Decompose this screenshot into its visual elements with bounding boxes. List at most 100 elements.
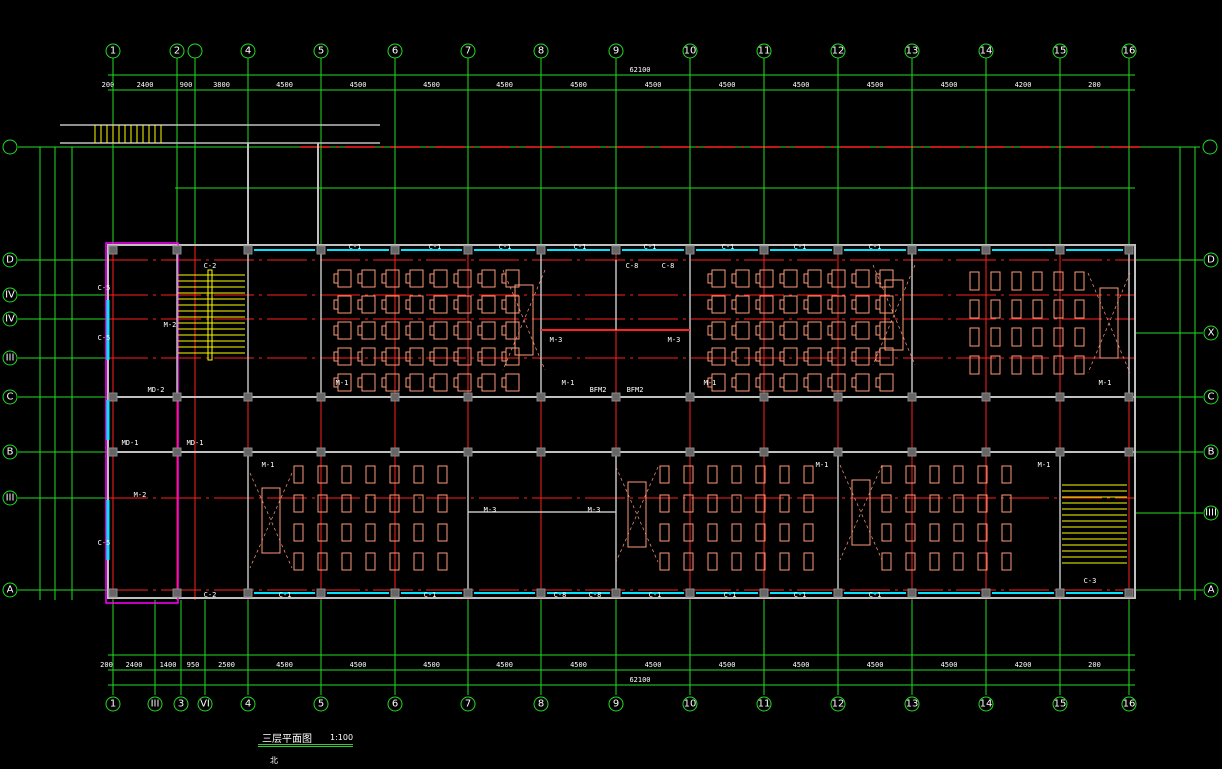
desk: [783, 321, 798, 340]
axis-label: III: [151, 699, 160, 710]
chair: [501, 273, 507, 284]
desk: [317, 465, 328, 484]
desk: [953, 523, 964, 542]
dimension-value: 4500: [423, 661, 440, 669]
desk: [707, 523, 718, 542]
desk: [385, 295, 400, 314]
desk: [341, 465, 352, 484]
column: [1124, 588, 1134, 598]
column: [1124, 447, 1134, 457]
dimension-total: 62100: [629, 676, 650, 684]
dimension-value: 4500: [496, 81, 513, 89]
axis-label: 14: [980, 699, 993, 710]
desk: [341, 523, 352, 542]
axis-bubble: [608, 43, 624, 59]
desk: [905, 552, 916, 571]
chair: [779, 299, 785, 310]
column: [1124, 245, 1134, 255]
column: [907, 588, 917, 598]
chair: [477, 377, 483, 388]
desk: [683, 552, 694, 571]
window-label: C-8: [626, 262, 639, 270]
dimension-value: 200: [1088, 81, 1101, 89]
desk: [990, 299, 1001, 319]
axis-label: X: [1208, 328, 1215, 339]
axis-bubble: [904, 43, 920, 59]
window-label: C-8: [662, 262, 675, 270]
axis-label: III: [6, 493, 15, 504]
desk: [1074, 355, 1085, 375]
desk: [365, 465, 376, 484]
axis-bubble: [2, 350, 18, 366]
column: [536, 392, 546, 402]
desk: [711, 295, 726, 314]
column: [316, 392, 326, 402]
desk: [433, 347, 448, 366]
column: [243, 588, 253, 598]
chair: [429, 377, 435, 388]
chair: [477, 325, 483, 336]
chair: [333, 325, 339, 336]
axis-bubble: [387, 43, 403, 59]
desk: [990, 271, 1001, 291]
chair: [453, 325, 459, 336]
projection-line: [1087, 272, 1131, 374]
axis-label: VI: [200, 699, 210, 710]
podium: [884, 279, 904, 351]
desk: [759, 347, 774, 366]
window-label: C-3: [1084, 577, 1097, 585]
chair: [827, 325, 833, 336]
axis-bubble: [978, 43, 994, 59]
desk: [457, 321, 472, 340]
chair: [755, 377, 761, 388]
podium: [261, 487, 281, 554]
desk: [341, 494, 352, 513]
desk: [803, 552, 814, 571]
desk: [855, 373, 870, 392]
window-label: C-1: [574, 243, 587, 251]
desk: [977, 552, 988, 571]
desk: [905, 494, 916, 513]
column: [536, 588, 546, 598]
desk: [317, 552, 328, 571]
column: [833, 447, 843, 457]
door-label: M-3: [588, 506, 601, 514]
chair: [429, 299, 435, 310]
axis-bubble: [2, 582, 18, 598]
chair: [875, 299, 881, 310]
chair: [779, 273, 785, 284]
axis-bubble: [1203, 582, 1219, 598]
desk: [969, 271, 980, 291]
window-label: C-1: [869, 243, 882, 251]
window-label: C-8: [554, 591, 567, 599]
dimension-value: 2400: [137, 81, 154, 89]
window-label: C-1: [279, 591, 292, 599]
axis-bubble: [1202, 139, 1218, 155]
column: [833, 245, 843, 255]
dimension-value: 4500: [719, 81, 736, 89]
column: [108, 588, 118, 598]
desk-layout: [249, 264, 1131, 571]
desk: [481, 295, 496, 314]
dimension-value: 4500: [793, 81, 810, 89]
dimension-value: 4500: [350, 81, 367, 89]
desk: [293, 552, 304, 571]
desk: [879, 373, 894, 392]
column: [390, 392, 400, 402]
window-label: C-1: [429, 243, 442, 251]
podium: [1099, 287, 1119, 359]
axis-bubble: [533, 696, 549, 712]
desk: [707, 465, 718, 484]
axis-label: 5: [318, 46, 324, 57]
chair: [405, 273, 411, 284]
axis-label: 8: [538, 699, 544, 710]
column: [463, 447, 473, 457]
chair: [755, 351, 761, 362]
column: [1055, 245, 1065, 255]
axis-bubble: [460, 696, 476, 712]
dimension-value: 4500: [867, 661, 884, 669]
chair: [779, 351, 785, 362]
desk: [969, 327, 980, 347]
dimension-value: 4500: [645, 661, 662, 669]
desk: [707, 552, 718, 571]
